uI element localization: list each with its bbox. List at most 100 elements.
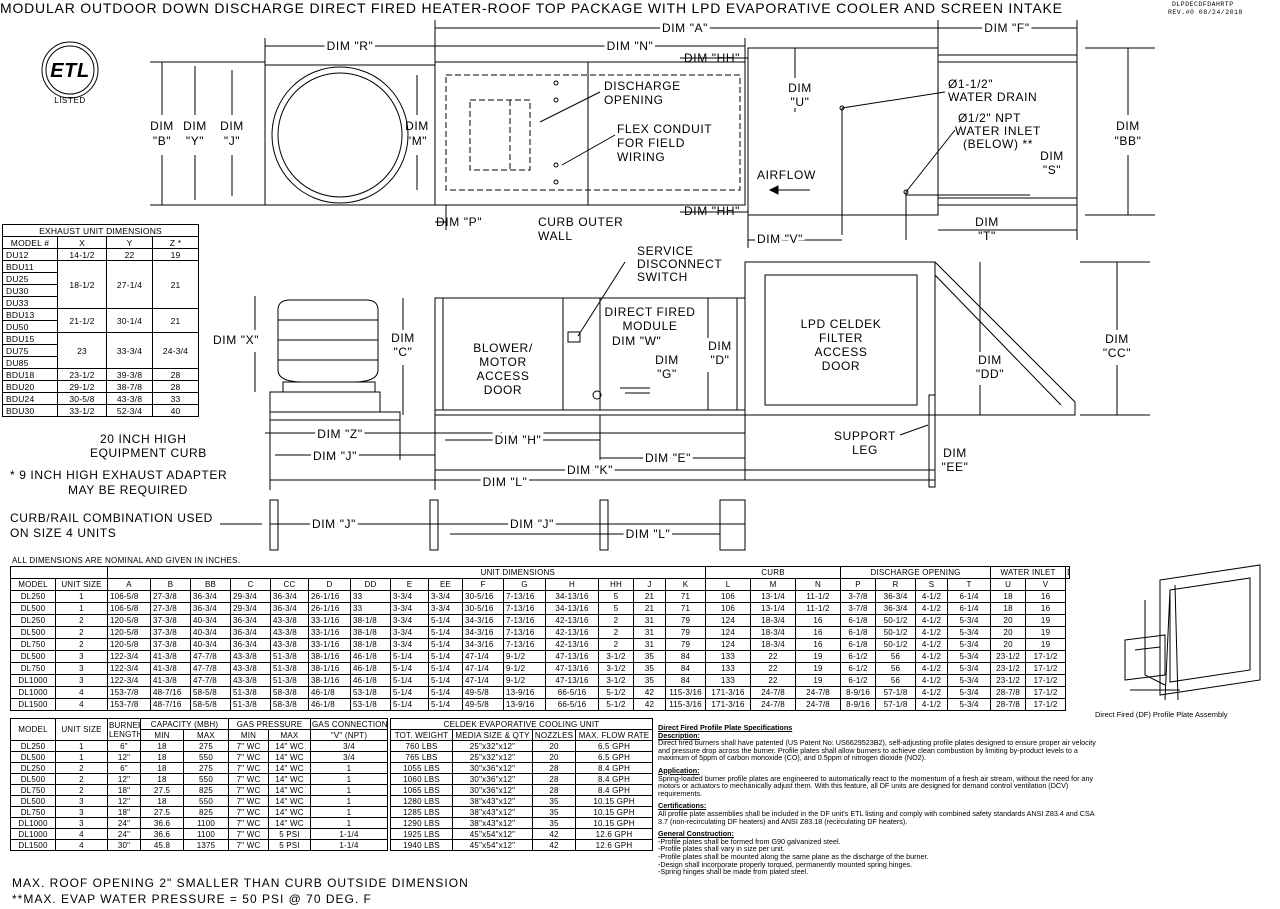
cell: 6-1/2 (840, 650, 877, 663)
cell: 46-1/8 (350, 650, 391, 663)
cell: 5-1/4 (390, 650, 429, 663)
x-cell: 29-1/2 (57, 380, 107, 393)
cell: 20 (532, 751, 576, 763)
model-cell: DU85 (2, 356, 58, 369)
cell: 71 (664, 602, 707, 615)
adapter-note: * 9 INCH HIGH EXHAUST ADAPTER (10, 468, 227, 482)
discharge-label: DISCHARGE (604, 79, 681, 93)
cell: 550 (183, 795, 229, 807)
cell: 5-1/4 (428, 698, 463, 711)
cell: 26-1/16 (308, 602, 351, 615)
cell: 16 (1025, 602, 1067, 615)
title-row: CELDEK EVAPORATIVE COOLING UNIT (389, 718, 654, 730)
logo-sub: LISTED (54, 96, 86, 105)
dim-j-side-label: DIM "J" (313, 449, 357, 463)
column-header: DD (350, 578, 391, 591)
cell: 35 (532, 806, 576, 818)
model-cell: DU33 (2, 296, 58, 309)
cell: 84 (664, 650, 707, 663)
celdek-label: LPD CELDEK (801, 317, 882, 331)
dim-dd-value: "DD" (976, 367, 1004, 381)
cell: 38-1/16 (308, 674, 351, 687)
cell: 47-7/8 (190, 650, 231, 663)
dim-u-label: DIM (788, 81, 812, 95)
cell: 36-3/4 (230, 614, 271, 627)
water-pressure-note: **MAX. EVAP WATER PRESSURE = 50 PSI @ 70… (12, 892, 372, 906)
cell: 6" (107, 740, 141, 752)
cell: 5-3/4 (947, 662, 992, 675)
cell: 825 (183, 784, 229, 796)
cell: 8.4 GPH (574, 784, 654, 796)
cell: 10.15 GPH (574, 795, 654, 807)
column-header: G (503, 578, 546, 591)
support-leg (928, 394, 936, 488)
cell: 3 (55, 662, 108, 675)
curb-wall-label: CURB OUTER (538, 215, 623, 229)
cell: 2 (55, 762, 108, 774)
y-cell: 33-3/4 (106, 332, 153, 369)
cell: 1280 LBS (390, 795, 453, 807)
cell: 7" WC (228, 784, 269, 796)
cell: 7" WC (228, 817, 269, 829)
cell: 36-3/4 (190, 590, 231, 603)
celdek-label-2: FILTER (819, 331, 863, 345)
cell: 3-3/4 (390, 614, 429, 627)
cell: 14" WC (268, 817, 311, 829)
cell: 20 (990, 626, 1027, 639)
flex-conduit-label: FLEX CONDUIT (617, 122, 712, 136)
cell: 3-3/4 (390, 626, 429, 639)
cell: 45"x54"x12" (452, 839, 533, 851)
cell: DL1000 (10, 828, 56, 840)
cell: 4-1/2 (915, 614, 949, 627)
description-heading: Description: (658, 730, 700, 740)
cell: 56 (875, 650, 917, 663)
column-header: MAX. FLOW RATE (574, 729, 654, 741)
cell: 11-1/2 (795, 602, 842, 615)
dim-g-label: DIM (655, 353, 679, 367)
cell: 3-1/2 (598, 650, 634, 663)
cell: 14" WC (268, 740, 311, 752)
cell: 115-3/16 (664, 698, 707, 711)
cell: 36-3/4 (270, 590, 309, 603)
column-header: E (390, 578, 429, 591)
model-cell: DU12 (2, 248, 58, 261)
cell: 2 (598, 638, 634, 651)
cell: 1 (55, 602, 108, 615)
dim-b-value: "B" (153, 134, 171, 148)
column-header: MODEL # (2, 236, 58, 249)
cell: 30-5/16 (462, 590, 504, 603)
cell: 33 (350, 590, 391, 603)
cell: 5 (598, 602, 634, 615)
cell: 4-1/2 (915, 638, 949, 651)
cell: 6-1/4 (947, 590, 992, 603)
cell: 22 (750, 650, 797, 663)
cell: 6.5 GPH (574, 751, 654, 763)
dim-g-value: "G" (657, 367, 677, 381)
cell: 4-1/2 (915, 602, 949, 615)
cell: 1 (310, 795, 388, 807)
cell: 14" WC (268, 762, 311, 774)
construction-item: -Spring hinges shall be made from plated… (658, 867, 809, 877)
x-cell: 23 (57, 332, 107, 369)
cell: 133 (705, 674, 752, 687)
sub-header: MAX (183, 729, 229, 741)
dim-c-value: "C" (394, 345, 413, 359)
cell: 56 (875, 662, 917, 675)
blank (10, 566, 108, 579)
top-view-labels: DIM "A" DIM "F" DIM "R" DIM "N" DIM "HH"… (150, 18, 1141, 249)
cell: 7" WC (228, 773, 269, 785)
cell: 29-3/4 (230, 602, 271, 615)
model-cell: BDU11 (2, 260, 58, 273)
screen-intake-outline (937, 54, 1078, 206)
cell: 30"x36"x12" (452, 784, 533, 796)
cell: 34-13/16 (545, 590, 599, 603)
cell: 25"x32"x12" (452, 751, 533, 763)
cell: 38-1/8 (350, 638, 391, 651)
cell: 30"x36"x12" (452, 762, 533, 774)
z-cell: 28 (151, 368, 200, 381)
